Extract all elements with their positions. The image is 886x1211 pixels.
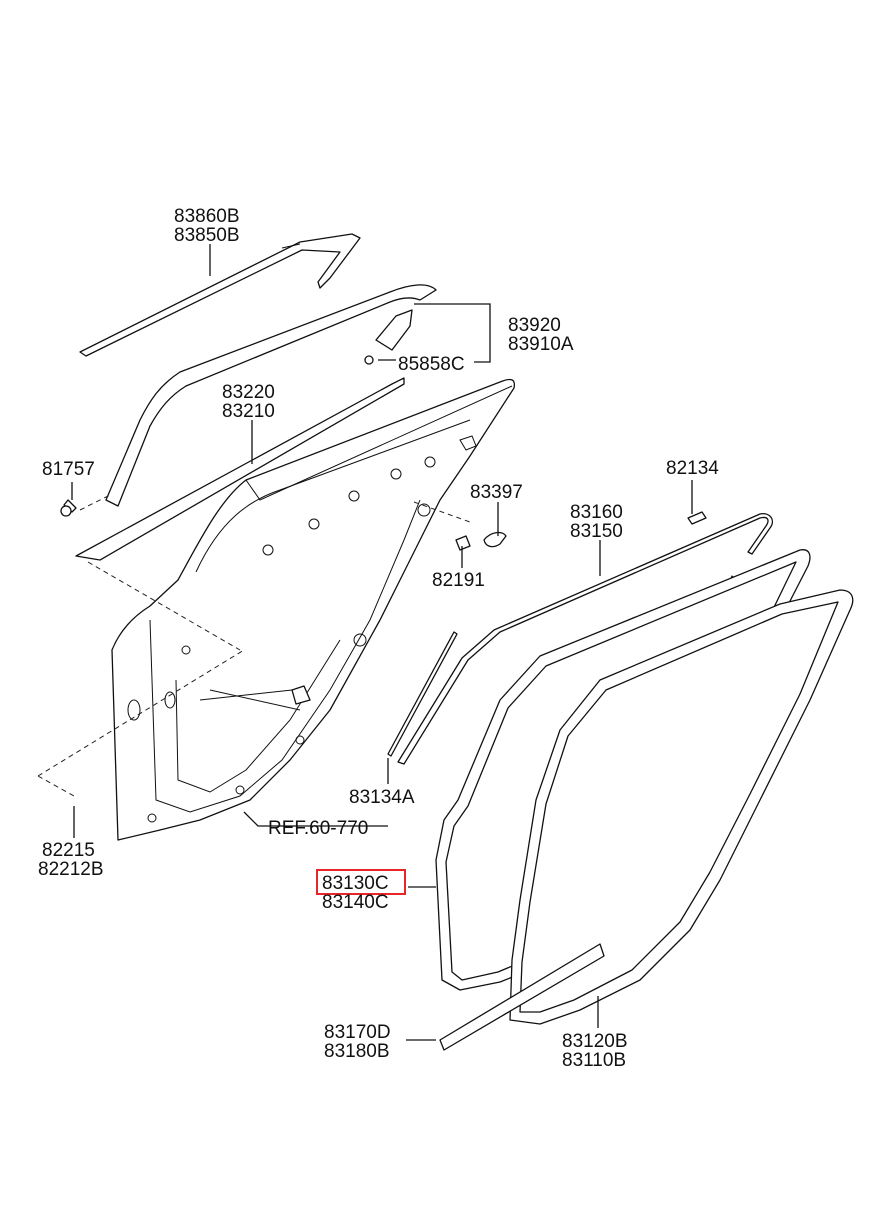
label-82212B: 82212B xyxy=(38,859,104,880)
label-83134A: 83134A xyxy=(349,787,415,808)
label-83920: 83920 xyxy=(508,315,561,336)
label-83860B: 83860B xyxy=(174,206,240,227)
sill-strip-part xyxy=(439,943,605,1051)
label-82191: 82191 xyxy=(432,570,485,591)
highlight-box-83130C xyxy=(316,869,406,895)
label-83850B: 83850B xyxy=(174,225,240,246)
label-83170D: 83170D xyxy=(324,1022,391,1043)
plug-83397-part xyxy=(483,531,507,548)
label-83180B: 83180B xyxy=(324,1041,390,1062)
label-83160: 83160 xyxy=(570,502,623,523)
label-83910A: 83910A xyxy=(508,334,574,355)
clip-82134-part xyxy=(687,511,707,525)
label-83397: 83397 xyxy=(470,482,523,503)
label-ref-60-770: REF.60-770 xyxy=(268,818,368,839)
label-83210: 83210 xyxy=(222,401,275,422)
screw-81757-part xyxy=(60,499,77,517)
label-83150: 83150 xyxy=(570,521,623,542)
body-side-weatherstrip-part xyxy=(509,589,854,1025)
upper-moulding-part xyxy=(79,233,361,357)
label-83120B: 83120B xyxy=(562,1031,628,1052)
belt-weatherstrip-part xyxy=(75,377,405,561)
label-83220: 83220 xyxy=(222,382,275,403)
label-81757: 81757 xyxy=(42,459,95,480)
door-inner-panel-part xyxy=(111,378,516,841)
label-85858C: 85858C xyxy=(398,354,465,375)
label-83130C: 83130C xyxy=(322,873,389,894)
leader-lines xyxy=(37,244,693,1041)
strip-83134A-part xyxy=(387,631,458,757)
label-83140C: 83140C xyxy=(322,892,389,913)
label-83110B: 83110B xyxy=(562,1050,626,1071)
frame-garnish-part xyxy=(105,284,437,507)
label-82215: 82215 xyxy=(42,840,95,861)
label-82134: 82134 xyxy=(666,458,719,479)
clip-82191-part xyxy=(455,535,471,551)
